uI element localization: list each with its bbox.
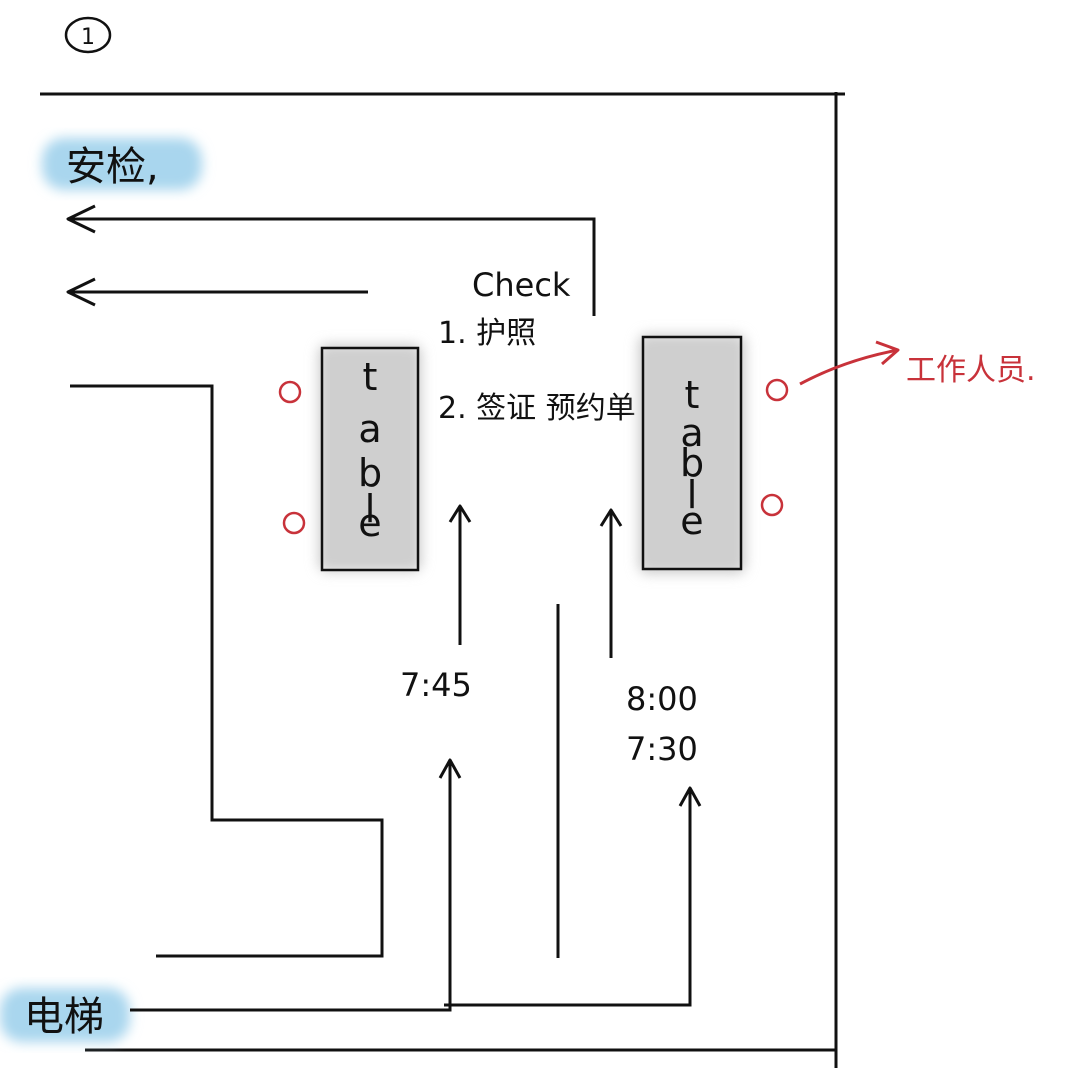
staff-arrowhead — [875, 340, 900, 366]
security-text: 安检, — [66, 144, 159, 190]
right-table-letter-l: l — [687, 473, 698, 517]
seat-marker-left-1 — [278, 380, 302, 404]
flow-arrowhead-left-upper — [448, 504, 472, 523]
right-table-letter-b: b — [680, 441, 704, 485]
right-table-letter-e: e — [680, 499, 703, 543]
elevator-label: 电梯 — [0, 988, 130, 1042]
page-number-text: 1 — [81, 25, 95, 50]
left-table-letter-a: a — [358, 407, 381, 451]
staff-arrow-line — [799, 348, 899, 386]
page-number: 1 — [64, 16, 112, 54]
check-title: Check — [472, 266, 571, 304]
right-table-shade — [638, 334, 746, 574]
elevator-highlight — [0, 988, 130, 1042]
right-table-letter-t: t — [685, 373, 700, 417]
page-number-circle — [64, 16, 112, 54]
elevator-path-right — [444, 788, 692, 1007]
check-item-visa: 2. 签证 预约单 — [438, 391, 636, 426]
time-right-2: 7:30 — [626, 730, 698, 768]
seat-marker-left-2 — [282, 511, 306, 535]
right-table-border — [641, 335, 743, 571]
left-table-letter-t: t — [363, 355, 378, 399]
flow-arrowhead-right-upper — [599, 508, 623, 527]
elevator-arrowhead-left — [438, 758, 462, 779]
left-table-border — [320, 346, 420, 572]
elevator-text: 电梯 — [24, 994, 104, 1040]
left-table-letter-b: b — [358, 451, 382, 495]
exit-path-upper — [68, 217, 596, 316]
elevator-path-left — [130, 760, 452, 1012]
staff-label: 工作人员. — [906, 353, 1036, 388]
seat-marker-right-2 — [760, 493, 784, 517]
left-table-letter-l: l — [365, 487, 376, 531]
exit-arrowhead-lower — [66, 277, 96, 307]
right-table-letter-a: a — [680, 411, 703, 455]
exit-arrowhead-upper — [66, 204, 96, 234]
left-table-letter-e: e — [358, 501, 381, 545]
time-left: 7:45 — [400, 666, 472, 704]
seat-marker-right-1 — [765, 378, 789, 402]
queue-barrier-left — [70, 384, 384, 958]
check-item-passport: 1. 护照 — [438, 316, 536, 351]
security-label: 安检, — [42, 138, 202, 190]
left-table-shade — [318, 344, 422, 572]
elevator-arrowhead-right — [678, 786, 702, 807]
security-highlight — [42, 138, 202, 190]
time-right-1: 8:00 — [626, 680, 698, 718]
